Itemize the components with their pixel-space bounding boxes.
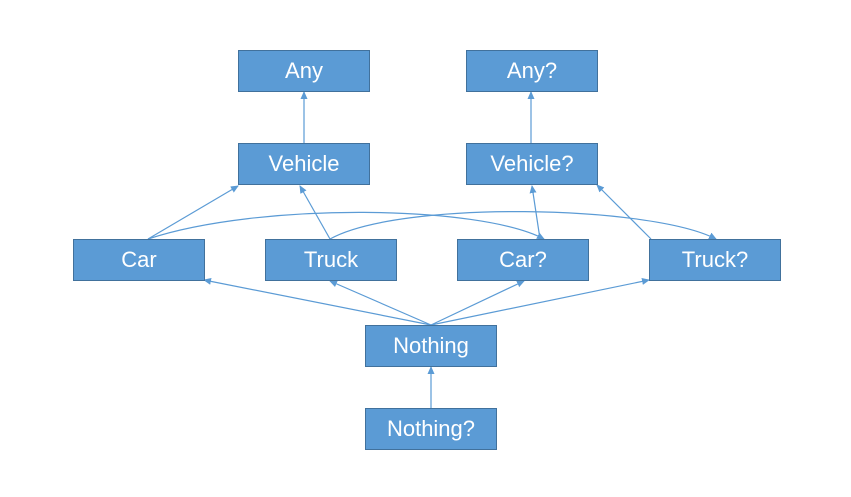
edge-car-to-vehicle — [147, 185, 239, 240]
edge-car-q-to-vehicle-q — [529, 185, 541, 240]
node-truck-nullable: Truck? — [649, 239, 781, 281]
node-vehicle: Vehicle — [238, 143, 370, 185]
edge-nothing-to-car-q — [430, 280, 525, 326]
node-vehicle-nullable: Vehicle? — [466, 143, 598, 185]
node-nothing-nullable: Nothing? — [365, 408, 497, 450]
edge-nothing-to-truck — [329, 280, 432, 326]
edge-car-to-car-q — [147, 211, 545, 240]
node-nothing: Nothing — [365, 325, 497, 367]
node-car-nullable: Car? — [457, 239, 589, 281]
node-car: Car — [73, 239, 205, 281]
edge-nothing-to-car — [203, 277, 432, 326]
edge-truck-q-to-vehicle-q — [596, 184, 652, 240]
edge-truck-to-vehicle — [299, 185, 331, 240]
edge-nothing-to-truck-q — [430, 277, 650, 326]
node-any: Any — [238, 50, 370, 92]
node-truck: Truck — [265, 239, 397, 281]
node-any-nullable: Any? — [466, 50, 598, 92]
edge-truck-to-truck-q — [329, 210, 717, 240]
